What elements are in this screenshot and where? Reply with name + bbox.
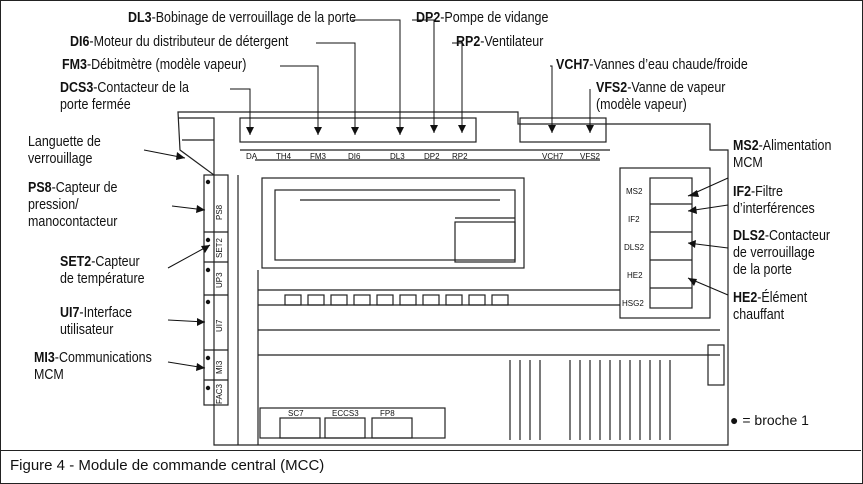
callout-di6: DI6-Moteur du distributeur de détergent: [70, 34, 289, 50]
callout-ps8: PS8-Capteur de pression/ manocontacteur: [28, 180, 118, 230]
callout-vfs2: VFS2-Vanne de vapeur (modèle vapeur): [596, 80, 726, 113]
board-label-sc7: SC7: [288, 409, 304, 418]
callout-set2: SET2-Capteur de température: [60, 254, 145, 287]
board-label-dp2: DP2: [424, 152, 440, 161]
pin-bullet: ●: [730, 412, 739, 428]
board-label-dls2: DLS2: [624, 243, 645, 252]
callout-fm3: FM3-Débitmètre (modèle vapeur): [62, 57, 247, 73]
callout-dl3: DL3-Bobinage de verrouillage de la porte: [128, 10, 357, 26]
board-label-up3: UP3: [215, 272, 224, 288]
board-label-eccs3: ECCS3: [332, 409, 359, 418]
board-label-mi3: MI3: [215, 360, 224, 374]
board-label-di6: DI6: [348, 152, 361, 161]
board-label-fp8: FP8: [380, 409, 395, 418]
figure-caption: Figure 4 - Module de commande central (M…: [10, 457, 325, 474]
board-label-he2: HE2: [627, 271, 643, 280]
board-outline: [177, 111, 729, 446]
board-label-ui7: UI7: [215, 319, 224, 332]
board-label-fac3: FAC3: [215, 383, 224, 404]
board-label-ms2: MS2: [626, 187, 643, 196]
board-label-rp2: RP2: [452, 152, 468, 161]
board-label-da: DA: [246, 152, 258, 161]
callout-he2: HE2-Élément chauffant: [733, 290, 808, 323]
callout-ui7: UI7-Interface utilisateur: [60, 305, 133, 338]
figure-caption-bar: Figure 4 - Module de commande central (M…: [0, 450, 861, 482]
board-label-ps8: PS8: [215, 204, 224, 220]
board-label-fm3: FM3: [310, 152, 327, 161]
pin-legend-text: = broche 1: [742, 412, 809, 428]
callout-mi3: MI3-Communications MCM: [34, 350, 152, 383]
callout-languette: Languette de verrouillage: [28, 134, 101, 167]
board-label-th4: TH4: [276, 152, 292, 161]
board-label-if2: IF2: [628, 215, 640, 224]
callout-dp2: DP2-Pompe de vidange: [416, 10, 549, 26]
board-label-dl3: DL3: [390, 152, 405, 161]
board-label-hsg2: HSG2: [622, 299, 644, 308]
callout-vch7: VCH7-Vannes d’eau chaude/froide: [556, 57, 748, 73]
callout-dls2: DLS2-Contacteur de verrouillage de la po…: [733, 228, 831, 278]
callout-dcs3: DCS3-Contacteur de la porte fermée: [60, 80, 189, 113]
callout-rp2: RP2-Ventilateur: [456, 34, 544, 50]
callout-if2: IF2-Filtre d’interférences: [733, 184, 815, 217]
callout-ms2: MS2-Alimentation MCM: [733, 138, 832, 171]
board-label-set2: SET2: [215, 237, 224, 258]
board-label-vfs2: VFS2: [580, 152, 601, 161]
board-label-vch7: VCH7: [542, 152, 564, 161]
pin-legend: ● = broche 1: [730, 412, 809, 428]
